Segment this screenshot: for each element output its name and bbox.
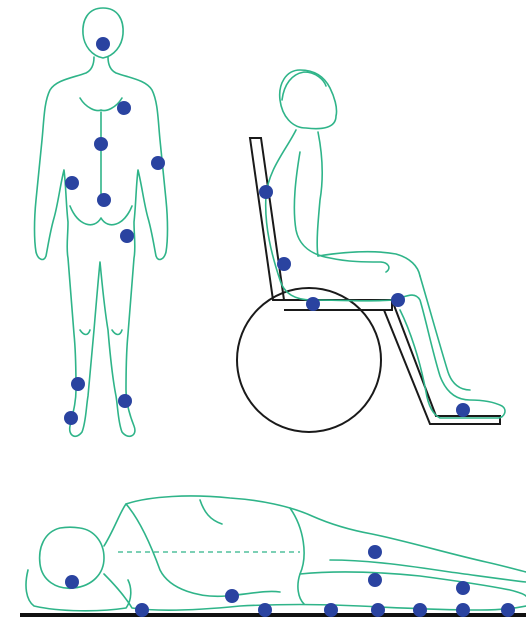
side-lying-pressure-point-10: [456, 581, 470, 595]
side-lying-pressure-point-12: [501, 603, 515, 617]
wheelchair-legrest: [384, 300, 500, 424]
side-lying-pressure-point-11: [456, 603, 470, 617]
pressure-points: [64, 37, 515, 617]
seated-arm: [294, 152, 389, 272]
seated-figure: [266, 70, 505, 418]
seated-wheelchair-pressure-point-2: [277, 257, 291, 271]
standing-back-detail: [80, 98, 122, 111]
standing-back-view-pressure-point-6: [97, 193, 111, 207]
standing-figure: [35, 8, 168, 436]
lying-body-top: [104, 496, 526, 572]
standing-back-view-pressure-point-9: [118, 394, 132, 408]
side-lying-pressure-point-9: [413, 603, 427, 617]
seated-thigh-top: [318, 252, 420, 276]
standing-back-view-pressure-point-1: [96, 37, 110, 51]
seated-wheelchair-pressure-point-1: [259, 185, 273, 199]
standing-back-view-pressure-point-5: [65, 176, 79, 190]
seated-lower-leg: [420, 276, 470, 390]
standing-back-view-pressure-point-4: [151, 156, 165, 170]
standing-knee-right: [112, 330, 122, 335]
standing-back-view-pressure-point-8: [71, 377, 85, 391]
seated-wheelchair-pressure-point-5: [456, 403, 470, 417]
standing-back-view-pressure-point-10: [64, 411, 78, 425]
side-lying-pressure-point-6: [368, 545, 382, 559]
seated-wheelchair-pressure-point-3: [306, 297, 320, 311]
lying-leg-lower: [330, 560, 526, 582]
seated-wheelchair-pressure-point-4: [391, 293, 405, 307]
side-lying-pressure-point-7: [368, 573, 382, 587]
standing-knee-left: [80, 330, 90, 335]
side-lying-pressure-point-8: [371, 603, 385, 617]
standing-back-view-pressure-point-2: [117, 101, 131, 115]
standing-back-view-pressure-point-3: [94, 137, 108, 151]
side-lying-pressure-point-3: [225, 589, 239, 603]
lying-leg-upper: [300, 572, 526, 596]
side-lying-pressure-point-5: [324, 603, 338, 617]
seated-head: [280, 70, 337, 129]
lying-hip: [290, 508, 304, 604]
lying-pillow: [26, 570, 131, 611]
standing-buttocks: [70, 206, 132, 225]
side-lying-pressure-point-4: [258, 603, 272, 617]
side-lying-pressure-point-1: [65, 575, 79, 589]
lying-figure: [26, 496, 526, 611]
seated-body: [266, 130, 505, 418]
standing-back-view-pressure-point-7: [120, 229, 134, 243]
lying-back-detail: [200, 500, 222, 524]
side-lying-pressure-point-2: [135, 603, 149, 617]
seated-torso-front: [317, 132, 322, 256]
lying-arm: [126, 504, 280, 596]
